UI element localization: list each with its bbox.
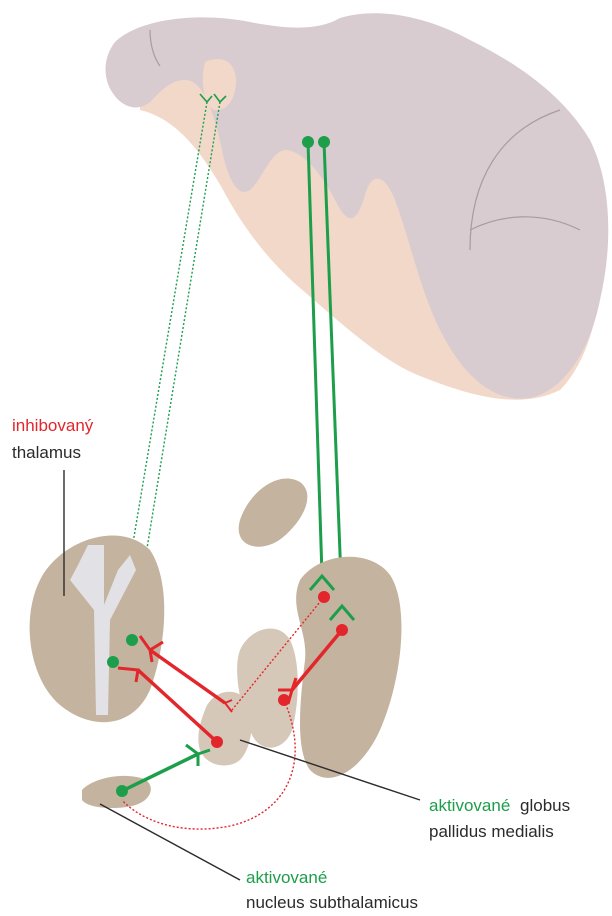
axon-line <box>138 670 217 742</box>
neuron-soma <box>336 624 348 636</box>
neuron-soma <box>318 591 330 603</box>
axon-line <box>150 650 225 703</box>
thalamus-state-label: inhibovaný <box>12 416 94 435</box>
neuron-soma <box>302 136 314 148</box>
neuron-soma <box>126 634 138 646</box>
gpm-label-line1: aktivované globus <box>429 796 570 815</box>
gpm-state-label: aktivované <box>429 796 510 815</box>
axon-line <box>122 754 198 791</box>
neuron-soma <box>116 785 128 797</box>
cortex-gyri <box>106 13 609 398</box>
stn-state-label: aktivované <box>246 868 327 887</box>
gpm-name-line1: globus <box>520 796 570 815</box>
thalamus-nucleus <box>30 536 165 723</box>
neuron-soma <box>211 736 223 748</box>
neuron-soma <box>107 656 119 668</box>
small-nucleus <box>239 478 308 546</box>
thalamus-name-label: thalamus <box>12 443 81 462</box>
gpm-label: aktivované globus pallidus medialis <box>429 796 570 841</box>
thalamus-label: inhibovaný thalamus <box>12 416 94 462</box>
stn-label: aktivované nucleus subthalamicus <box>246 868 418 912</box>
gpm-name-line2: pallidus medialis <box>429 822 554 841</box>
stn-leader-line <box>100 804 240 880</box>
cerebral-cortex <box>106 13 609 399</box>
neuron-soma <box>318 136 330 148</box>
stn-name-label: nucleus subthalamicus <box>246 893 418 912</box>
